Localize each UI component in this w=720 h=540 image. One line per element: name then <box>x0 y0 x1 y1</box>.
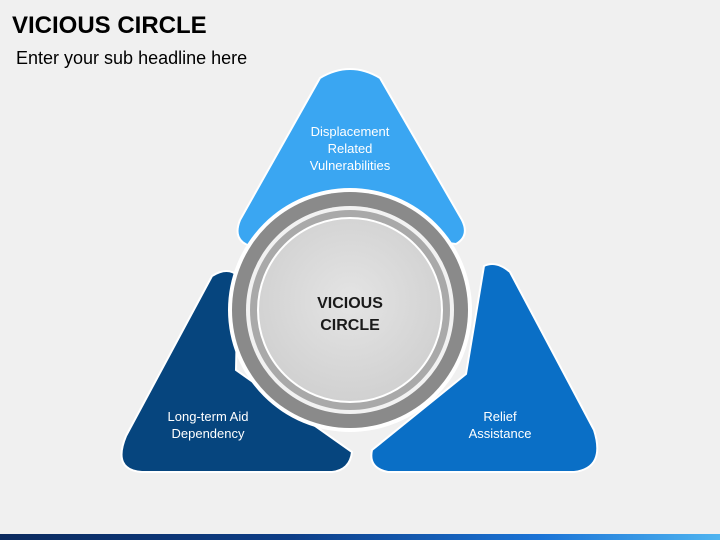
petal-left <box>120 270 354 473</box>
right-label-line1: Relief <box>483 409 517 424</box>
left-label-line1: Long-term Aid <box>168 409 249 424</box>
top-label-line3: Vulnerabilities <box>310 158 391 173</box>
center-label-line2: CIRCLE <box>320 317 380 334</box>
footer-gradient-bar <box>0 534 720 540</box>
left-label-line2: Dependency <box>172 426 245 441</box>
top-label-line2: Related <box>328 141 373 156</box>
right-label-line2: Assistance <box>469 426 532 441</box>
petal-right <box>370 263 599 473</box>
ring-center <box>257 217 443 403</box>
center-label-line1: VICIOUS <box>317 295 383 312</box>
top-label-line1: Displacement <box>311 124 390 139</box>
page-title: VICIOUS CIRCLE <box>12 12 207 39</box>
page-subtitle: Enter your sub headline here <box>16 48 248 68</box>
